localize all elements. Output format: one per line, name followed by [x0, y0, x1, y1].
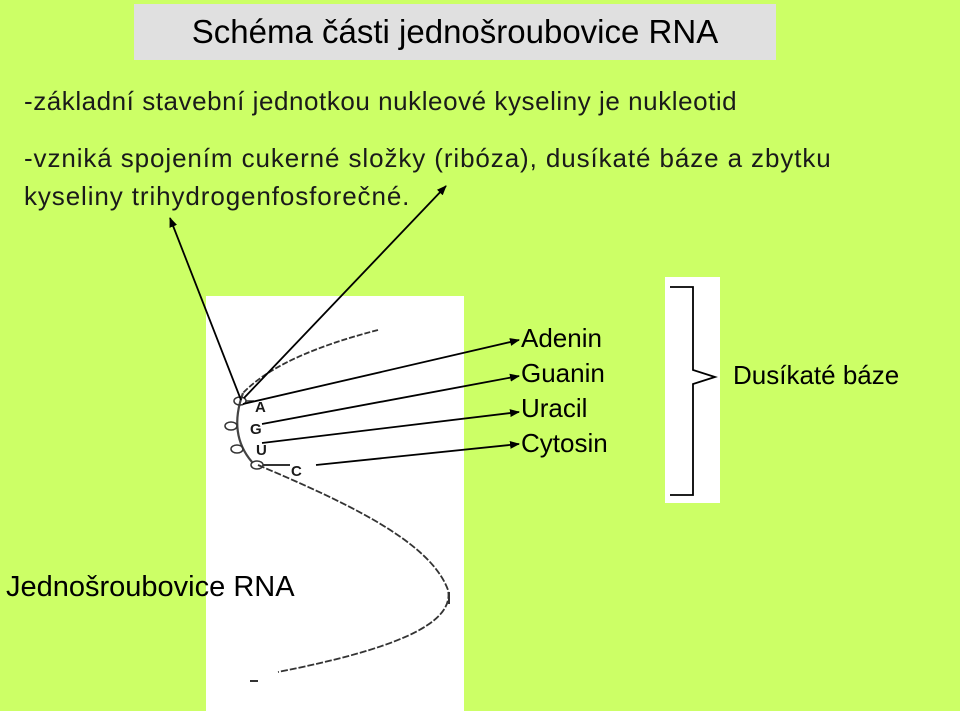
rna-backbone-lower [257, 464, 450, 673]
strand-letter-g: G [250, 421, 262, 438]
arrow-to-cytosin [315, 440, 520, 466]
description-line-3: kyseliny trihydrogenfosforečné. [24, 181, 411, 211]
description-line-2: -vzniká spojením cukerné složky (ribóza)… [24, 143, 832, 173]
arrow-to-adenin [242, 338, 520, 405]
sugar-ring-4 [250, 460, 264, 470]
sugar-ring-2 [224, 421, 238, 431]
arrow-to-phosphate [243, 185, 447, 399]
rna-backbone-upper [242, 329, 379, 394]
bases-group-label: Dusíkaté báze [733, 360, 900, 390]
strand-letter-c: C [291, 463, 302, 480]
strand-letter-u: U [256, 442, 267, 459]
sugar-ring-3 [230, 444, 244, 454]
arrow-to-uracil [261, 409, 520, 444]
strand-letter-a: A [255, 399, 266, 416]
title-box: Schéma části jednošroubovice RNA [134, 4, 776, 60]
strand-image-panel [206, 296, 464, 711]
bases-bracket [670, 286, 718, 496]
arrow-to-guanin [261, 373, 520, 425]
arrow-to-ribose [169, 217, 242, 401]
strand-label: Jednošroubovice RNA [6, 571, 295, 603]
base-label-adenin: Adenin [521, 323, 602, 353]
base-label-uracil: Uracil [521, 393, 588, 423]
base-label-cytosin: Cytosin [521, 428, 608, 458]
base-label-guanin: Guanin [521, 358, 605, 388]
description-line-1: -základní stavební jednotkou nukleové ky… [24, 86, 738, 116]
page-title: Schéma části jednošroubovice RNA [191, 13, 719, 50]
